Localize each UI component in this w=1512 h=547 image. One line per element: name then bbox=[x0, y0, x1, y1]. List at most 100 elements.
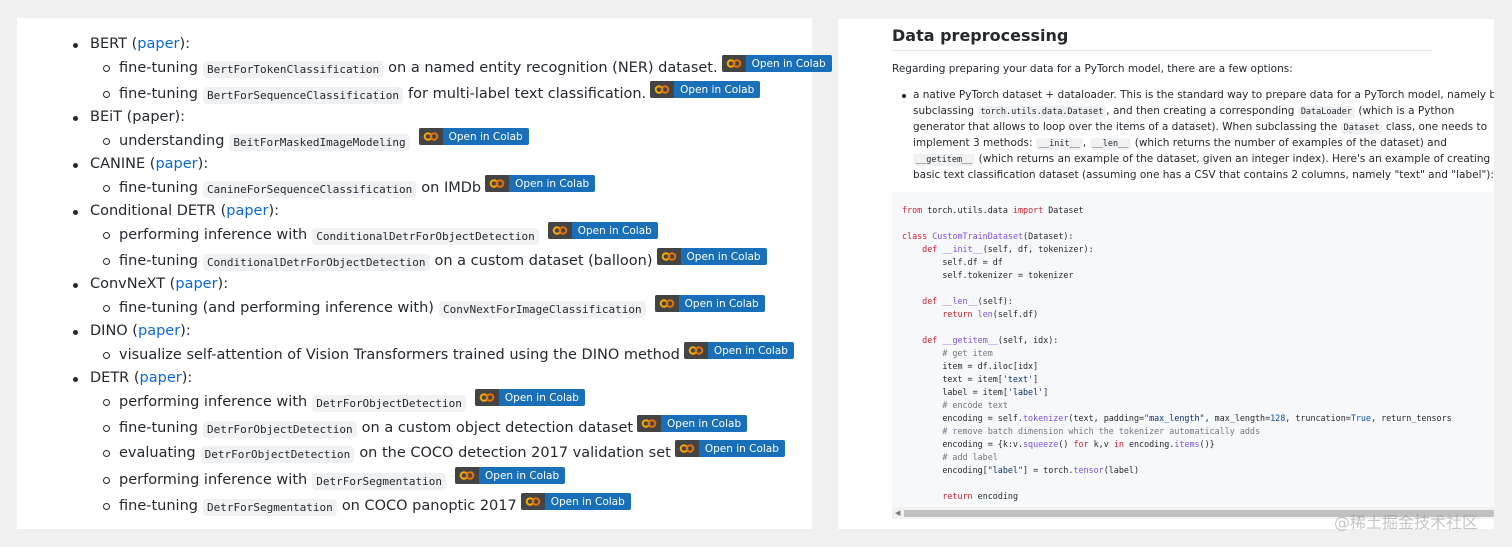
colab-logo-icon bbox=[656, 248, 681, 265]
code-line: class CustomTrainDataset(Dataset): bbox=[902, 231, 1074, 241]
paper-link[interactable]: paper bbox=[137, 36, 180, 52]
inline-code: torch.utils.data.Dataset bbox=[977, 106, 1107, 118]
inline-code: DataLoader bbox=[1297, 106, 1355, 118]
open-in-colab-button[interactable]: Open in Colab bbox=[683, 342, 794, 359]
code-line: def __len__(self): bbox=[922, 296, 1013, 306]
code-line: return len(self.df) bbox=[942, 309, 1039, 319]
open-in-colab-button[interactable]: Open in Colab bbox=[547, 222, 658, 239]
colab-logo-icon bbox=[418, 128, 443, 145]
code-span: ConditionalDetrForObjectDetection bbox=[202, 254, 430, 271]
code-block: from torch.utils.data import Dataset cla… bbox=[892, 192, 1494, 519]
code-line: item = df.iloc[idx] bbox=[902, 361, 1039, 371]
colab-logo-icon bbox=[674, 440, 699, 457]
sub-item-text: performing inference with bbox=[119, 471, 308, 488]
item-title: Conditional DETR bbox=[90, 203, 216, 219]
code-line: # get item bbox=[942, 348, 993, 358]
colab-logo-icon bbox=[650, 81, 675, 98]
item-title: DETR bbox=[90, 370, 130, 386]
open-in-colab-button[interactable]: Open in Colab bbox=[674, 440, 785, 457]
horizontal-scrollbar[interactable]: ◀ bbox=[892, 507, 1494, 519]
colab-logo-icon bbox=[520, 493, 545, 510]
code-span: BertForTokenClassification bbox=[202, 61, 384, 78]
paper-link[interactable]: paper bbox=[226, 203, 269, 219]
section-heading: Data preprocessing bbox=[892, 26, 1069, 45]
bullet-text-line: generator that allows to loop over the i… bbox=[913, 121, 1488, 134]
open-in-colab-button[interactable]: Open in Colab bbox=[637, 415, 748, 432]
paper-link[interactable]: paper bbox=[139, 370, 182, 386]
open-in-colab-button[interactable]: Open in Colab bbox=[650, 81, 761, 98]
watermark: @稀土掘金技术社区 bbox=[1334, 513, 1479, 532]
item-title: BERT bbox=[90, 36, 127, 52]
colab-logo-icon bbox=[485, 175, 510, 192]
colab-logo-icon bbox=[547, 222, 572, 239]
code-span: BeitForMaskedImageModeling bbox=[229, 134, 410, 151]
sub-item-text: on COCO panoptic 2017 bbox=[341, 497, 517, 514]
colab-logo-icon bbox=[474, 389, 499, 406]
heading-divider bbox=[892, 50, 1432, 51]
item-note: (paper): bbox=[126, 109, 185, 125]
code-line: from torch.utils.data import Dataset bbox=[902, 205, 1084, 215]
sub-item-text: fine-tuning bbox=[119, 85, 198, 102]
sub-item-text: fine-tuning bbox=[119, 179, 198, 196]
code-line: text = item['text'] bbox=[902, 374, 1039, 384]
sub-item-text: for multi-label text classification. bbox=[408, 85, 647, 102]
bullet bbox=[73, 43, 78, 48]
paper-link[interactable]: paper bbox=[175, 276, 218, 292]
colab-logo-icon bbox=[721, 55, 746, 72]
code-line: label = item['label'] bbox=[902, 387, 1049, 397]
scrollbar-thumb[interactable] bbox=[904, 510, 1494, 517]
sub-item-text: on the COCO detection 2017 validation se… bbox=[359, 444, 671, 461]
code-line: # add label bbox=[942, 452, 998, 462]
code-line: # remove batch dimension which the token… bbox=[942, 426, 1261, 436]
paper-link[interactable]: paper bbox=[155, 156, 198, 172]
code-span: DetrForObjectDetection bbox=[312, 395, 466, 412]
open-in-colab-button[interactable]: Open in Colab bbox=[520, 493, 631, 510]
code-line: encoding["label"] = torch.tensor(label) bbox=[902, 465, 1139, 475]
open-in-colab-button[interactable]: Open in Colab bbox=[485, 175, 596, 192]
code-line: encoding = self.tokenizer(text, padding=… bbox=[902, 413, 1452, 423]
sub-item-text: evaluating bbox=[119, 444, 196, 461]
code-line: encoding = {k:v.squeeze() for k,v in enc… bbox=[902, 439, 1215, 449]
code-span: DetrForSegmentation bbox=[312, 473, 447, 490]
code-span: DetrForObjectDetection bbox=[202, 421, 357, 438]
inline-code: Dataset bbox=[1340, 122, 1383, 134]
item-title: ConvNeXT bbox=[90, 276, 166, 292]
open-in-colab-button[interactable]: Open in Colab bbox=[721, 55, 832, 72]
bullet-text-line: __getitem__ (which returns an example of… bbox=[913, 153, 1494, 166]
code-line: return encoding bbox=[942, 491, 1018, 501]
sub-item-text: fine-tuning bbox=[119, 252, 198, 269]
bullet bbox=[902, 94, 906, 98]
code-span: CanineForSequenceClassification bbox=[202, 181, 417, 198]
code-span: ConditionalDetrForObjectDetection bbox=[312, 228, 539, 245]
inline-code: __getitem__ bbox=[913, 154, 976, 166]
bullet-text-line: implement 3 methods: __init__, __len__ (… bbox=[913, 137, 1447, 150]
code-span: DetrForSegmentation bbox=[202, 499, 337, 516]
item-title: DINO bbox=[90, 323, 128, 339]
code-line: self.tokenizer = tokenizer bbox=[902, 270, 1074, 280]
sub-item-text: fine-tuning bbox=[119, 419, 198, 436]
open-in-colab-button[interactable]: Open in Colab bbox=[474, 389, 585, 406]
open-in-colab-button[interactable]: Open in Colab bbox=[656, 248, 767, 265]
code-line: self.df = df bbox=[902, 257, 1003, 267]
right-content-panel: Data preprocessing Regarding preparing y… bbox=[838, 19, 1494, 529]
sub-item-text: on a custom object detection dataset bbox=[361, 419, 634, 436]
bullet-text-line: basic text classification dataset (assum… bbox=[913, 169, 1494, 181]
sub-item-text: fine-tuning (and performing inference wi… bbox=[119, 299, 434, 316]
code-line: def __getitem__(self, idx): bbox=[922, 335, 1059, 345]
sub-item-text: performing inference with bbox=[119, 393, 308, 410]
sub-item-text: on a named entity recognition (NER) data… bbox=[388, 59, 718, 76]
open-in-colab-button[interactable]: Open in Colab bbox=[654, 295, 765, 312]
colab-logo-icon bbox=[654, 295, 679, 312]
open-in-colab-button[interactable]: Open in Colab bbox=[455, 467, 566, 484]
paper-link[interactable]: paper bbox=[137, 323, 181, 339]
item-title: BEiT bbox=[90, 109, 122, 125]
inline-code: __init__ bbox=[1035, 138, 1083, 150]
open-in-colab-button[interactable]: Open in Colab bbox=[418, 128, 529, 145]
scroll-left-arrow-icon[interactable]: ◀ bbox=[895, 509, 901, 517]
sub-item-text: fine-tuning bbox=[119, 59, 198, 76]
sub-item-text: visualize self-attention of Vision Trans… bbox=[119, 346, 680, 363]
sub-item-text: understanding bbox=[119, 132, 225, 149]
code-span: DetrForObjectDetection bbox=[200, 446, 355, 463]
colab-logo-icon bbox=[637, 415, 662, 432]
colab-logo-icon bbox=[683, 342, 708, 359]
